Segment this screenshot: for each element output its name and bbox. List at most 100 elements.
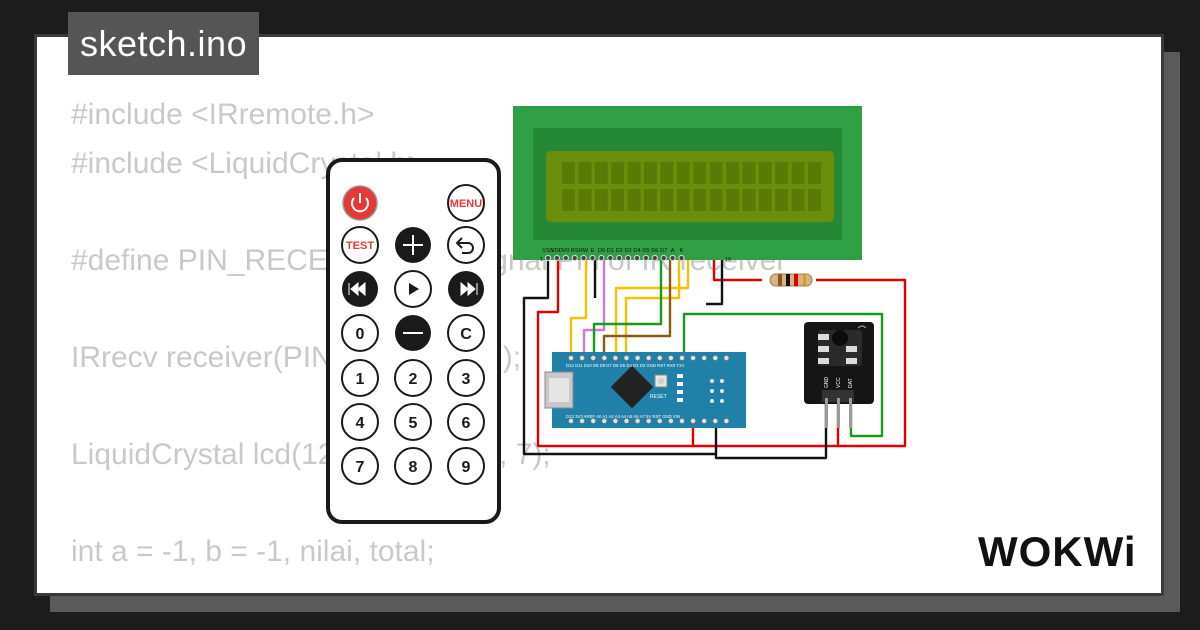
- ir-pin-dat: [849, 398, 852, 428]
- lcd-pin-label: D2: [616, 248, 623, 254]
- wire-5v-resistor: [536, 258, 907, 448]
- nano-top-pin-labels: D12 D11 D10 D9 D8 D7 D6 D5 D4 D3 D2 GND …: [566, 363, 685, 368]
- lcd-pin-label: RS: [571, 248, 579, 254]
- remote-button-label: 2: [409, 371, 418, 388]
- lcd-pin-label: D1: [607, 248, 614, 254]
- lcd-pin: [607, 254, 614, 262]
- lcd-pin-label: K: [680, 248, 684, 254]
- lcd-pin-label: D6: [651, 248, 658, 254]
- remote-button-label: 7: [356, 459, 365, 476]
- lcd-pin: [616, 254, 623, 262]
- lcd-pin: [580, 254, 587, 262]
- wire-backlight-anode: [712, 258, 762, 282]
- remote-button-c[interactable]: C: [447, 314, 485, 352]
- lcd-pin-label: RW: [579, 248, 589, 254]
- ir-receiver[interactable]: GND VCC DAT: [804, 322, 874, 428]
- lcd-char-cell: [742, 189, 756, 211]
- ir-pin-gnd: [825, 398, 828, 428]
- nano-pin: [590, 355, 597, 361]
- wire-d4: [592, 258, 663, 358]
- lcd-char-cell: [808, 162, 821, 184]
- wire-k-gnd: [706, 258, 724, 306]
- plus-icon: [403, 235, 423, 255]
- lcd-pin: [678, 254, 685, 262]
- nano-pin: [623, 418, 630, 424]
- lcd-pin-label: D3: [625, 248, 632, 254]
- remote-button-4[interactable]: 4: [341, 403, 379, 441]
- nano-pin: [568, 355, 574, 361]
- lcd-char-cell: [758, 162, 772, 184]
- remote-button-label: 1: [356, 371, 365, 388]
- lcd-char-cell: [562, 189, 575, 211]
- power-icon: [351, 197, 369, 213]
- lcd-char-cell: [676, 162, 690, 184]
- remote-button-label: 5: [409, 415, 418, 432]
- lcd-pin-label: E: [591, 248, 595, 254]
- lcd-pin: [625, 254, 632, 262]
- lcd-char-cell: [775, 162, 789, 184]
- lcd-char-cell: [791, 162, 805, 184]
- back-button[interactable]: [447, 226, 485, 264]
- remote-button-label: 4: [356, 415, 365, 432]
- play-icon: [409, 283, 419, 295]
- arduino-nano[interactable]: RESET D12 D11 D10 D9 D8 D7 D6 D5 D4 D3 D…: [544, 352, 746, 428]
- lcd-char-cell: [693, 189, 707, 211]
- next-icon: [460, 281, 478, 297]
- lcd-char-cell: [594, 162, 608, 184]
- nano-pin: [679, 418, 685, 424]
- lcd-char-cell: [775, 189, 789, 211]
- lcd-char-cell: [627, 189, 641, 211]
- nano-pin: [601, 418, 608, 424]
- remote-button-7[interactable]: 7: [341, 447, 379, 485]
- wokwi-logo-text: WOKWi: [978, 528, 1137, 575]
- nano-pin: [623, 355, 630, 361]
- remote-button-1[interactable]: 1: [341, 359, 379, 397]
- remote-button-9[interactable]: 9: [447, 447, 485, 485]
- lcd-char-cell: [758, 189, 772, 211]
- remote-button-menu[interactable]: MENU: [447, 184, 485, 222]
- nano-pin: [601, 355, 608, 361]
- remote-button-5[interactable]: 5: [394, 403, 432, 441]
- lcd-char-cell: [693, 162, 707, 184]
- back-icon: [455, 237, 474, 254]
- lcd-character-cells: [562, 162, 821, 211]
- remote-button-3[interactable]: 3: [447, 359, 485, 397]
- wokwi-logo[interactable]: WOKWi: [978, 526, 1148, 578]
- lcd-char-cell: [660, 162, 674, 184]
- remote-button-label: 6: [462, 415, 471, 432]
- ir-pin-label-gnd: GND: [824, 377, 830, 389]
- lcd-pin-label: D4: [633, 248, 640, 254]
- lcd-char-cell: [726, 189, 739, 211]
- lcd-pin: [633, 254, 641, 262]
- lcd-pin: [553, 254, 561, 262]
- lcd-pin-label: D5: [642, 248, 649, 254]
- nano-pin: [690, 355, 696, 361]
- nano-pin: [645, 355, 652, 361]
- lcd-pin: [571, 254, 578, 262]
- lcd-char-cell: [611, 189, 625, 211]
- remote-button-label: 0: [356, 326, 365, 343]
- lcd-pin: [544, 254, 552, 262]
- remote-button-label: MENU: [450, 198, 482, 210]
- nano-pin: [679, 355, 685, 361]
- lcd-char-cell: [726, 162, 739, 184]
- remote-button-0[interactable]: 0: [341, 314, 379, 352]
- remote-button-label: TEST: [346, 240, 374, 252]
- lcd-pin-end: 16: [725, 257, 731, 263]
- lcd-pin: [598, 254, 605, 262]
- lcd-char-cell: [578, 162, 592, 184]
- resistor[interactable]: [769, 273, 813, 287]
- nano-pin: [656, 355, 663, 361]
- remote-button-2[interactable]: 2: [394, 359, 432, 397]
- lcd-char-cell: [644, 162, 657, 184]
- reset-label: RESET: [650, 394, 667, 400]
- remote-button-test[interactable]: TEST: [341, 226, 379, 264]
- lcd-pin-label: D0: [598, 248, 605, 254]
- remote-button-8[interactable]: 8: [394, 447, 432, 485]
- lcd-pin: [669, 254, 676, 262]
- remote-button-6[interactable]: 6: [447, 403, 485, 441]
- nano-pin: [612, 418, 619, 424]
